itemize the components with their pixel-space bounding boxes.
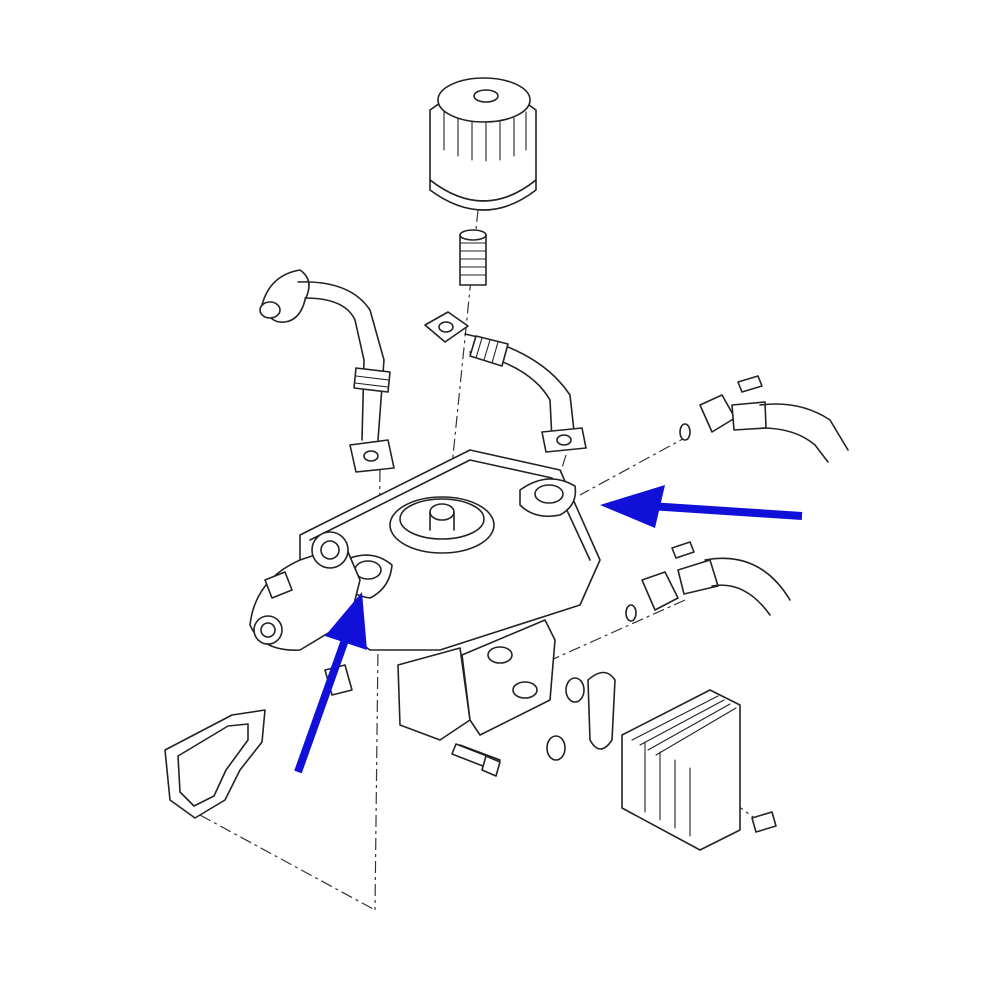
- coolant-hose-upper: [699, 375, 849, 463]
- seal-rings: [546, 423, 691, 761]
- center-bolt-spring: [459, 229, 487, 286]
- housing-lower-block: [397, 619, 556, 771]
- housing-gasket: [164, 709, 266, 819]
- mounting-bolt: [451, 743, 501, 777]
- right-oil-pipe: [424, 311, 587, 453]
- arrow-right: [600, 485, 803, 528]
- arrow-left: [294, 592, 367, 774]
- pressure-valve-assembly: [249, 531, 361, 696]
- indicator-arrows: [294, 485, 803, 774]
- left-oil-pipe: [259, 269, 395, 473]
- coolant-hose-lower: [641, 541, 791, 616]
- oil-filter: [429, 77, 537, 211]
- oil-cooler: [621, 689, 777, 851]
